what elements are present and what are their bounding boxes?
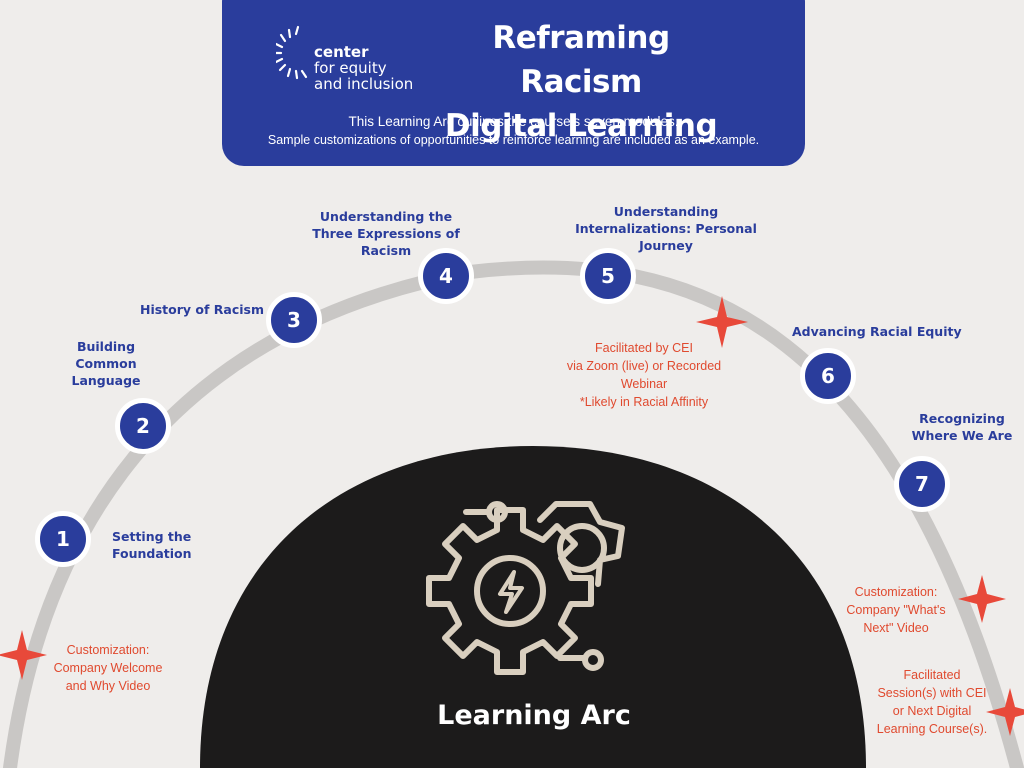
center-dome	[200, 446, 866, 768]
title-line-1: Reframing Racism	[492, 20, 670, 100]
subtitle-line-2: Sample customizations of opportunities t…	[267, 133, 760, 147]
note-facilitated-cei: Facilitated by CEI via Zoom (live) or Re…	[546, 339, 742, 411]
module-node-5: 5	[580, 248, 636, 304]
logo-wordmark: center for equity and inclusion	[314, 44, 413, 92]
module-node-6: 6	[800, 348, 856, 404]
module-label-2: Building Common Language	[62, 338, 150, 389]
module-label-5-line-2: Internalizations: Personal	[575, 221, 757, 236]
note-welcome-line-1: Customization:	[66, 643, 150, 657]
module-node-7: 7	[894, 456, 950, 512]
note-whats-next-video: Customization: Company "What's Next" Vid…	[832, 583, 960, 637]
module-label-2-line-2: Common	[75, 356, 137, 371]
module-node-3: 3	[266, 292, 322, 348]
page-title: Reframing Racism Digital Learning	[430, 16, 732, 148]
module-label-5-line-3: Journey	[639, 238, 693, 253]
subtitle-line-1: This Learning Arc outlines the course’s …	[348, 114, 679, 129]
module-label-4-line-3: Racism	[360, 243, 412, 258]
note-welcome-line-2: Company Welcome	[53, 661, 163, 675]
module-label-3-line-1: History of Racism	[140, 302, 265, 317]
sunburst-logo-icon	[276, 25, 308, 80]
note-next-line-4: Learning Course(s).	[876, 722, 988, 736]
learning-arc-title: Learning Arc	[437, 700, 631, 731]
module-label-7: Recognizing Where We Are	[906, 410, 1018, 444]
header-panel	[222, 0, 805, 166]
logo-line-3: and inclusion	[314, 75, 414, 93]
module-label-5-line-1: Understanding	[613, 204, 719, 219]
module-label-1: Setting the Foundation	[112, 528, 192, 562]
module-label-4-line-1: Understanding the	[319, 209, 453, 224]
module-node-1: 1	[35, 511, 91, 567]
module-label-1-line-2: Foundation	[112, 546, 192, 561]
star-marker-bottom-right	[986, 688, 1024, 736]
note-whats-next-line-1: Customization:	[854, 585, 938, 599]
note-cei-line-2: via Zoom (live) or Recorded	[566, 359, 722, 373]
module-label-4: Understanding the Three Expressions of R…	[300, 208, 472, 259]
module-label-7-line-2: Where We Are	[911, 428, 1013, 443]
page-subtitle: This Learning Arc outlines the course’s …	[232, 112, 795, 150]
note-whats-next-line-3: Next" Video	[863, 621, 929, 635]
note-welcome-video: Customization: Company Welcome and Why V…	[40, 641, 176, 695]
title-line-2: Digital Learning	[444, 108, 718, 144]
gear-lightning-icon	[426, 501, 625, 675]
module-label-2-line-1: Building	[76, 339, 136, 354]
module-node-4: 4	[418, 248, 474, 304]
note-next-line-2: Session(s) with CEI	[877, 686, 987, 700]
module-label-6-line-1: Advancing Racial Equity	[792, 324, 962, 339]
module-label-7-line-1: Recognizing	[919, 411, 1005, 426]
note-welcome-line-3: and Why Video	[65, 679, 151, 693]
module-node-2: 2	[115, 398, 171, 454]
module-label-5: Understanding Internalizations: Personal…	[566, 203, 766, 254]
note-cei-line-1: Facilitated by CEI	[595, 341, 693, 355]
star-marker-right	[958, 575, 1006, 623]
star-marker-left	[0, 630, 47, 680]
note-cei-line-3: Webinar	[620, 377, 668, 391]
note-next-sessions: Facilitated Session(s) with CEI or Next …	[862, 666, 1002, 738]
note-next-line-1: Facilitated	[903, 668, 961, 682]
module-label-1-line-1: Setting the	[112, 529, 192, 544]
module-label-3: History of Racism	[140, 301, 264, 318]
module-label-2-line-3: Language	[71, 373, 141, 388]
module-label-4-line-2: Three Expressions of	[312, 226, 460, 241]
note-cei-line-4: *Likely in Racial Affinity	[579, 395, 709, 409]
logo-line-2: for equity	[314, 59, 387, 77]
module-label-6: Advancing Racial Equity	[792, 323, 962, 340]
star-marker-mid	[696, 296, 748, 348]
note-next-line-3: or Next Digital	[892, 704, 972, 718]
note-whats-next-line-2: Company "What's	[846, 603, 946, 617]
logo-line-1: center	[314, 43, 369, 61]
